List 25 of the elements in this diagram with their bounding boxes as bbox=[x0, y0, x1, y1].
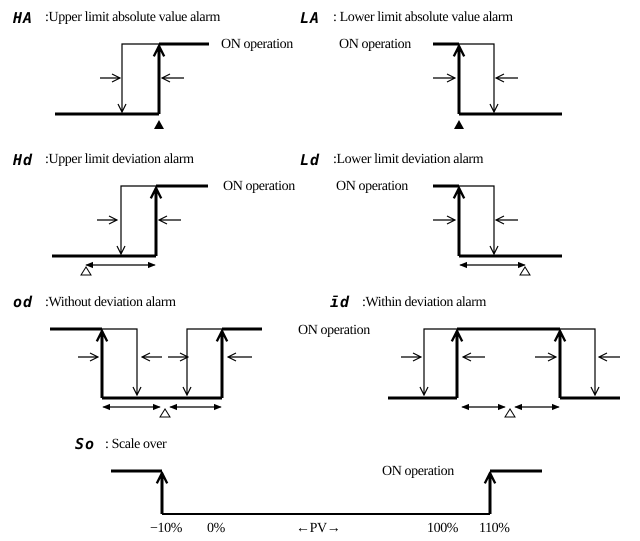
scale-label: 110% bbox=[479, 520, 510, 537]
alarm-description: : Lower limit absolute value alarm bbox=[333, 9, 513, 26]
alarm-code: So bbox=[75, 436, 96, 453]
alarm-description: :Within deviation alarm bbox=[362, 294, 486, 311]
scale-label: 100% bbox=[427, 520, 458, 537]
state-label: ON operation bbox=[298, 322, 370, 339]
alarm-description: :Lower limit deviation alarm bbox=[333, 151, 484, 168]
alarm-code: HA bbox=[13, 10, 34, 27]
state-label: ON operation bbox=[221, 36, 293, 53]
state-label: ON operation bbox=[223, 178, 295, 195]
alarm-code: Ld bbox=[300, 152, 320, 169]
alarm-code: Hd bbox=[13, 152, 34, 169]
scale-label: 0% bbox=[207, 520, 225, 537]
alarm-code: LA bbox=[300, 10, 320, 27]
alarm-description: :Upper limit deviation alarm bbox=[45, 151, 194, 168]
alarm-code: īd bbox=[330, 294, 350, 311]
state-label: ON operation bbox=[336, 178, 408, 195]
alarm-description: :Without deviation alarm bbox=[45, 294, 176, 311]
axis-label: ←PV→ bbox=[296, 520, 340, 537]
state-label: ON operation bbox=[339, 36, 411, 53]
alarm-code: od bbox=[13, 294, 34, 311]
state-label: ON operation bbox=[382, 463, 454, 480]
scale-label: −10% bbox=[150, 520, 182, 537]
alarm-description: :Upper limit absolute value alarm bbox=[45, 9, 220, 26]
alarm-description: : Scale over bbox=[105, 436, 166, 453]
